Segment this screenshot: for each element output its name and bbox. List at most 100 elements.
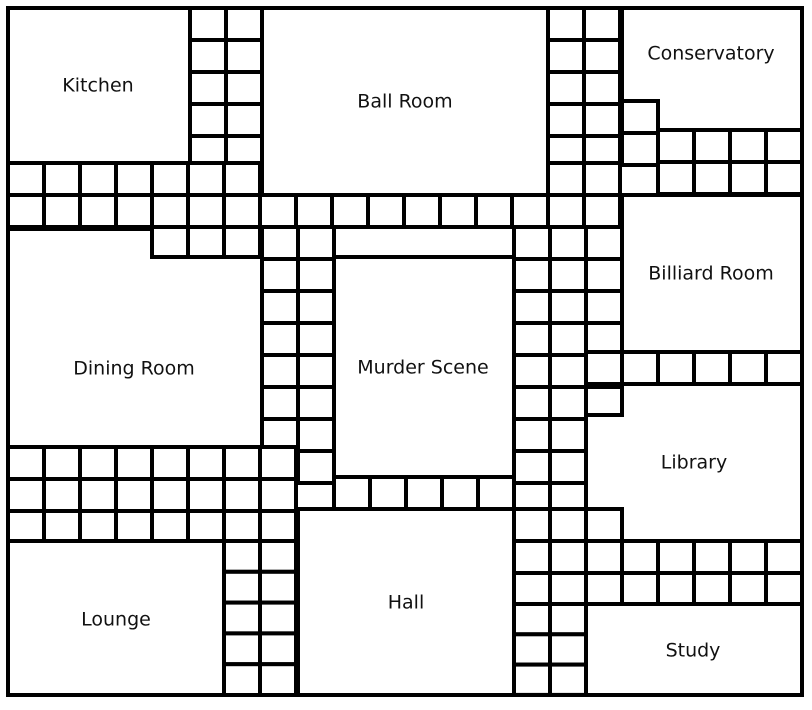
board-square[interactable] <box>620 99 660 135</box>
board-square[interactable] <box>150 509 190 545</box>
board-square[interactable] <box>548 539 588 575</box>
board-square[interactable] <box>222 509 262 545</box>
board-square[interactable] <box>42 477 82 513</box>
board-square[interactable] <box>512 539 552 575</box>
board-square[interactable] <box>438 193 478 229</box>
board-square[interactable] <box>258 193 298 229</box>
board-square[interactable] <box>620 539 660 575</box>
board-square[interactable] <box>512 417 552 453</box>
board-square[interactable] <box>764 539 804 575</box>
board-square[interactable] <box>548 571 588 607</box>
board-square[interactable] <box>692 160 732 196</box>
board-square[interactable] <box>656 128 696 164</box>
board-square[interactable] <box>620 350 660 386</box>
board-square[interactable] <box>620 131 660 167</box>
room-hall[interactable]: Hall <box>296 507 516 697</box>
board-square[interactable] <box>260 257 300 293</box>
board-square[interactable] <box>78 509 118 545</box>
board-square[interactable] <box>42 161 82 197</box>
board-square[interactable] <box>440 475 480 511</box>
board-square[interactable] <box>186 161 226 197</box>
room-study[interactable]: Study <box>584 602 804 697</box>
board-square[interactable] <box>150 161 190 197</box>
board-square[interactable] <box>222 662 262 698</box>
board-square[interactable] <box>150 477 190 513</box>
room-lounge[interactable]: Lounge <box>6 539 226 697</box>
board-square[interactable] <box>548 507 588 543</box>
board-square[interactable] <box>6 477 46 513</box>
board-square[interactable] <box>512 225 552 261</box>
board-square[interactable] <box>258 600 298 636</box>
board-square[interactable] <box>512 385 552 421</box>
board-square[interactable] <box>582 161 622 197</box>
board-square[interactable] <box>402 193 442 229</box>
room-murder-scene[interactable]: Murder Scene <box>332 255 516 479</box>
board-square[interactable] <box>548 632 588 667</box>
board-square[interactable] <box>224 102 264 138</box>
board-square[interactable] <box>150 193 190 229</box>
board-square[interactable] <box>6 193 46 229</box>
board-square[interactable] <box>258 539 298 574</box>
board-square[interactable] <box>512 257 552 293</box>
board-square[interactable] <box>512 632 552 667</box>
board-square[interactable] <box>222 477 262 513</box>
board-square[interactable] <box>150 445 190 481</box>
board-square[interactable] <box>512 662 552 697</box>
board-square[interactable] <box>546 102 586 138</box>
board-square[interactable] <box>260 321 300 357</box>
board-square[interactable] <box>476 475 516 511</box>
board-square[interactable] <box>222 161 262 197</box>
board-square[interactable] <box>188 6 228 42</box>
board-square[interactable] <box>258 662 298 698</box>
board-square[interactable] <box>728 160 768 196</box>
board-square[interactable] <box>188 38 228 74</box>
board-square[interactable] <box>224 38 264 74</box>
board-square[interactable] <box>368 475 408 511</box>
board-square[interactable] <box>764 571 804 607</box>
board-square[interactable] <box>6 445 46 481</box>
board-square[interactable] <box>512 571 552 607</box>
board-square[interactable] <box>260 289 300 325</box>
board-square[interactable] <box>512 353 552 389</box>
room-ball-room[interactable]: Ball Room <box>260 6 550 197</box>
board-square[interactable] <box>296 385 336 421</box>
board-square[interactable] <box>114 161 154 197</box>
board-square[interactable] <box>296 225 336 261</box>
board-square[interactable] <box>222 569 262 605</box>
board-square[interactable] <box>296 289 336 325</box>
board-square[interactable] <box>582 38 622 74</box>
board-square[interactable] <box>512 321 552 357</box>
board-square[interactable] <box>546 6 586 42</box>
board-square[interactable] <box>512 449 552 485</box>
board-square[interactable] <box>260 385 300 421</box>
board-square[interactable] <box>582 193 622 229</box>
board-square[interactable] <box>692 571 732 607</box>
board-square[interactable] <box>584 257 624 293</box>
board-square[interactable] <box>258 477 298 513</box>
room-kitchen[interactable]: Kitchen <box>6 6 192 165</box>
board-square[interactable] <box>584 571 624 607</box>
board-square[interactable] <box>584 350 624 386</box>
board-square[interactable] <box>764 350 804 386</box>
board-square[interactable] <box>296 417 336 453</box>
board-square[interactable] <box>512 602 552 637</box>
board-square[interactable] <box>296 257 336 293</box>
board-square[interactable] <box>186 477 226 513</box>
board-square[interactable] <box>548 449 588 485</box>
board-square[interactable] <box>582 70 622 106</box>
board-square[interactable] <box>6 509 46 545</box>
board-square[interactable] <box>42 193 82 229</box>
board-square[interactable] <box>114 445 154 481</box>
board-square[interactable] <box>656 539 696 575</box>
board-square[interactable] <box>582 6 622 42</box>
board-square[interactable] <box>474 193 514 229</box>
board-square[interactable] <box>258 509 298 545</box>
board-square[interactable] <box>188 102 228 138</box>
room-billiard-room[interactable]: Billiard Room <box>620 193 804 354</box>
board-square[interactable] <box>764 160 804 196</box>
board-square[interactable] <box>692 128 732 164</box>
board-square[interactable] <box>186 225 226 261</box>
board-square[interactable] <box>258 569 298 605</box>
board-square[interactable] <box>6 161 46 197</box>
board-square[interactable] <box>222 631 262 667</box>
